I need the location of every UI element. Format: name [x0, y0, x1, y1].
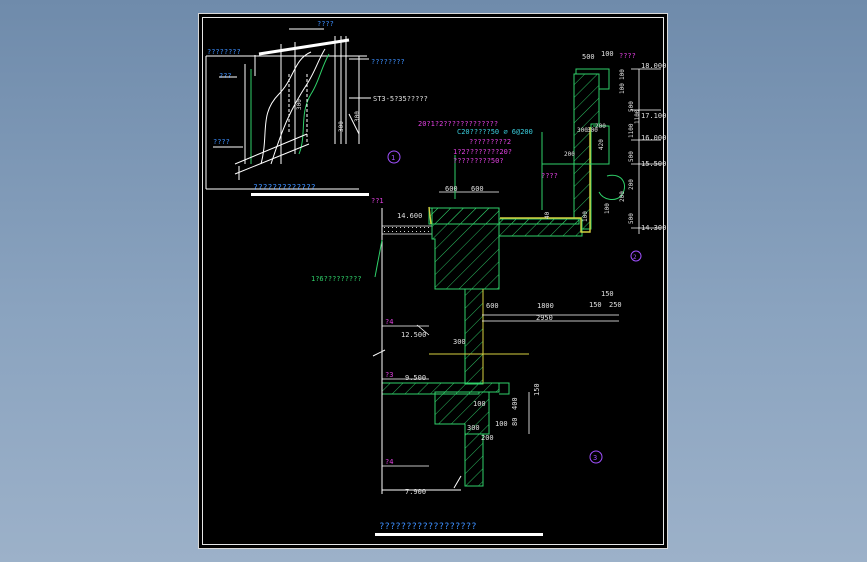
- section-structure: [372, 68, 661, 494]
- dim-100x: 100: [582, 211, 589, 222]
- main-title-underline: [375, 533, 543, 536]
- dim-600c: 600: [486, 302, 499, 310]
- dim-r500b: 500: [628, 151, 635, 162]
- dim-r200: 200: [628, 179, 635, 190]
- callout-2: 2: [630, 250, 642, 262]
- floor-tag: ??1: [371, 197, 384, 205]
- note-cyan: C20?????50 ∅ 6@200: [457, 128, 533, 136]
- dim-r100c: 100: [604, 203, 611, 214]
- note-4: ?????????50?: [453, 157, 504, 165]
- level-16000: 16.000: [641, 134, 666, 142]
- level-17100: 17.100: [641, 112, 666, 120]
- dim-300s: 300: [587, 127, 598, 134]
- dim-300b: 300: [338, 121, 345, 132]
- dim-100b: 100: [495, 420, 508, 428]
- section-notes: 20?1?2????????????? C20?????50 ∅ 6@200 ?…: [311, 50, 666, 496]
- level-15500: 15.500: [641, 160, 666, 168]
- dim-300b: 300: [467, 424, 480, 432]
- dim-r200c: 200: [595, 123, 606, 130]
- green-note: 1?6?????????: [311, 275, 362, 283]
- dim-600b: 600: [471, 185, 484, 193]
- tag-4b: ?4: [385, 458, 393, 466]
- label-st3: ST3-5?35?????: [373, 95, 428, 103]
- level-7900: 7.900: [405, 488, 426, 496]
- callout-1: 1: [387, 150, 401, 164]
- svg-text:1: 1: [391, 154, 395, 162]
- dim-r500c: 500: [628, 213, 635, 224]
- dim-500: 500: [582, 53, 595, 61]
- dim-r40: 40: [544, 211, 551, 219]
- note-2: ?????????2: [469, 138, 511, 146]
- level-14300: 14.300: [641, 224, 666, 232]
- dim-300a: 300: [296, 99, 303, 110]
- dim-400: 400: [511, 397, 519, 410]
- svg-text:2: 2: [633, 254, 637, 261]
- dim-250: 250: [609, 301, 622, 309]
- dim-r100b: 100: [619, 83, 626, 94]
- main-title: ??????????????????: [379, 522, 477, 532]
- dim-r1100: 1100: [628, 123, 635, 138]
- dim-150: 150: [601, 290, 614, 298]
- label-left-mid: ???: [219, 72, 232, 80]
- note-3: 1?2????????20?: [453, 148, 512, 156]
- dim-r100: 100: [619, 69, 626, 80]
- tag-3: ?3: [385, 371, 393, 379]
- dim-150c: 150: [533, 383, 541, 396]
- level-12500: 12.500: [401, 331, 426, 339]
- dim-r200b: 200: [619, 191, 626, 202]
- dim-r420: 420: [598, 139, 605, 150]
- label-top: ????: [317, 20, 334, 28]
- dim-600a: 600: [445, 185, 458, 193]
- dim-300c: 300: [354, 111, 361, 122]
- railing-detail: [205, 28, 371, 190]
- drawing-sheet: ???? ???????? ??? ???????? ST3-5?35?????…: [198, 13, 668, 549]
- dim-150b: 150: [589, 301, 602, 309]
- dim-1100: 1100: [634, 109, 641, 124]
- dim-300: 300: [453, 338, 466, 346]
- detail-title: ?????????????: [253, 183, 316, 192]
- detail-labels: ???? ???????? ??? ???????? ST3-5?35?????…: [207, 20, 428, 146]
- tag-4a: ?4: [385, 318, 393, 326]
- dim-200s: 200: [564, 151, 575, 158]
- dim-100a: 100: [473, 400, 486, 408]
- dim-r300: 300: [577, 127, 588, 134]
- detail-title-underline: [251, 193, 369, 196]
- callout-3: 3: [589, 450, 603, 464]
- level-14600: 14.600: [397, 212, 422, 220]
- level-9500: 9.500: [405, 374, 426, 382]
- note-left-mag: ????: [541, 172, 558, 180]
- dim-100c: 100: [601, 50, 614, 58]
- note-right-mag: ????: [619, 52, 636, 60]
- drawing-frame: [202, 17, 664, 545]
- svg-text:3: 3: [593, 454, 597, 462]
- dim-200: 200: [481, 434, 494, 442]
- label-bottom-left: ????: [213, 138, 230, 146]
- dim-1800: 1800: [537, 302, 554, 310]
- dim-2950: 2950: [536, 314, 553, 322]
- label-right-mid: ????????: [371, 58, 405, 66]
- note-1: 20?1?2?????????????: [418, 120, 498, 128]
- level-18000: 18.000: [641, 62, 666, 70]
- label-left-top: ????????: [207, 48, 241, 56]
- dim-r500: 500: [628, 101, 635, 112]
- dim-80: 80: [511, 418, 519, 426]
- cad-drawing: ???? ???????? ??? ???????? ST3-5?35?????…: [205, 20, 666, 536]
